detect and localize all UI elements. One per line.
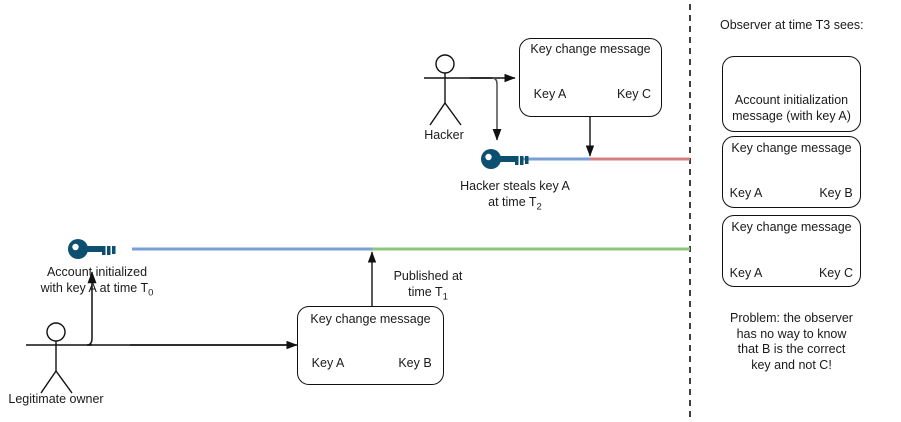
owner-box-key-b-label: Key B bbox=[398, 356, 432, 370]
observer-panel-heading: Observer at time T3 sees: bbox=[720, 18, 864, 32]
observer-card-b-title: Key change message bbox=[731, 141, 852, 155]
hacker-box-title: Key change message bbox=[530, 42, 651, 56]
observer-key-change-c-card bbox=[722, 215, 861, 287]
observer-card-c-key-a-label: Key A bbox=[729, 266, 763, 280]
observer-card-c-key-c-label: Key C bbox=[818, 266, 854, 280]
observer-card-b-key-a-label: Key A bbox=[729, 186, 763, 200]
account-initialized-key-icon bbox=[68, 239, 116, 259]
owner-box-title: Key change message bbox=[310, 312, 431, 326]
legitimate-owner-figure bbox=[26, 322, 292, 394]
owner-init-arrow bbox=[86, 271, 97, 346]
hacker-steal-arrow bbox=[491, 77, 502, 141]
t0-subscript: 0 bbox=[148, 287, 154, 298]
hacker-label: Hacker bbox=[424, 128, 464, 142]
hacker-figure bbox=[424, 54, 497, 126]
owner-key-change-box bbox=[297, 306, 444, 385]
t1-subscript: 1 bbox=[442, 291, 448, 302]
hacker-key-change-box bbox=[519, 38, 662, 117]
observer-card-c-title: Key change message bbox=[731, 220, 852, 234]
hacker-box-key-a-label: Key A bbox=[533, 87, 567, 101]
legitimate-owner-label: Legitimate owner bbox=[8, 392, 104, 406]
stolen-key-icon bbox=[481, 149, 529, 169]
observer-key-change-b-card bbox=[722, 136, 861, 208]
observer-account-init-card bbox=[722, 56, 861, 132]
t2-subscript: 2 bbox=[536, 201, 542, 212]
observer-card-b-key-b-label: Key B bbox=[819, 186, 853, 200]
hacker-box-key-c-label: Key C bbox=[616, 87, 652, 101]
owner-box-key-a-label: Key A bbox=[311, 356, 345, 370]
